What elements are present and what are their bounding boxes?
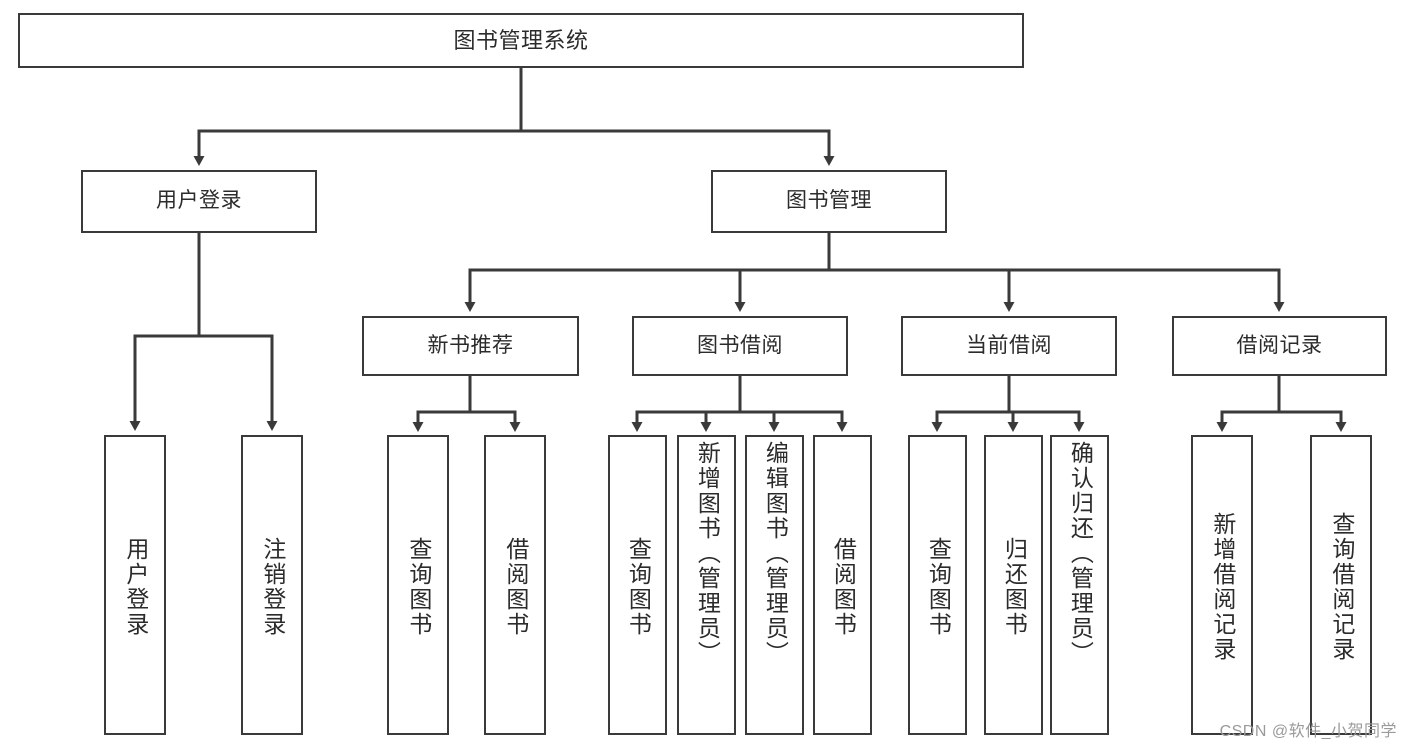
node-leaf-add-record[interactable]: 新增借阅记录 (1191, 435, 1253, 735)
node-leaf-user-login-label: 用户登录 (122, 537, 149, 637)
node-new-book-rec[interactable]: 新书推荐 (362, 316, 579, 376)
node-leaf-return-book[interactable]: 归还图书 (984, 435, 1043, 735)
node-leaf-edit-book-label: 编辑图书（管理员） (762, 441, 789, 666)
node-leaf-confirm-return[interactable]: 确认归还（管理员） (1050, 435, 1109, 735)
node-leaf-add-book-label: 新增图书（管理员） (694, 441, 721, 666)
node-root[interactable]: 图书管理系统 (18, 13, 1024, 68)
node-leaf-borrow-book-rec[interactable]: 借阅图书 (484, 435, 546, 735)
node-leaf-query-record[interactable]: 查询借阅记录 (1310, 435, 1372, 735)
node-leaf-confirm-return-label: 确认归还（管理员） (1067, 441, 1094, 666)
node-leaf-query-book-rec[interactable]: 查询图书 (387, 435, 449, 735)
watermark-text: CSDN @软件_小贺同学 (1219, 723, 1397, 740)
node-book-manage[interactable]: 图书管理 (711, 170, 947, 233)
node-leaf-user-login[interactable]: 用户登录 (104, 435, 166, 735)
node-leaf-edit-book[interactable]: 编辑图书（管理员） (745, 435, 804, 735)
node-borrow-record[interactable]: 借阅记录 (1172, 316, 1387, 376)
node-leaf-query-book-cur[interactable]: 查询图书 (908, 435, 967, 735)
node-leaf-add-record-label: 新增借阅记录 (1209, 512, 1236, 662)
node-leaf-logout-label: 注销登录 (259, 537, 286, 637)
node-book-borrow[interactable]: 图书借阅 (632, 316, 848, 376)
node-leaf-query-book-borrow[interactable]: 查询图书 (608, 435, 667, 735)
node-leaf-borrow-book[interactable]: 借阅图书 (813, 435, 872, 735)
node-leaf-add-book[interactable]: 新增图书（管理员） (677, 435, 736, 735)
node-user-login[interactable]: 用户登录 (81, 170, 317, 233)
node-user-login-label: 用户登录 (156, 189, 242, 213)
node-root-label: 图书管理系统 (453, 27, 589, 53)
node-current-borrow-label: 当前借阅 (966, 333, 1052, 357)
node-leaf-return-book-label: 归还图书 (1001, 537, 1028, 637)
node-book-borrow-label: 图书借阅 (697, 333, 783, 357)
node-leaf-borrow-book-rec-label: 借阅图书 (502, 537, 529, 637)
node-borrow-record-label: 借阅记录 (1236, 333, 1323, 357)
node-leaf-query-book-cur-label: 查询图书 (925, 537, 952, 637)
node-leaf-query-book-borrow-label: 查询图书 (625, 537, 652, 637)
node-leaf-logout[interactable]: 注销登录 (241, 435, 303, 735)
node-leaf-query-book-rec-label: 查询图书 (405, 537, 432, 637)
node-leaf-query-record-label: 查询借阅记录 (1328, 512, 1355, 662)
node-book-manage-label: 图书管理 (786, 189, 872, 213)
node-new-book-rec-label: 新书推荐 (427, 333, 514, 357)
node-current-borrow[interactable]: 当前借阅 (901, 316, 1117, 376)
node-leaf-borrow-book-label: 借阅图书 (830, 537, 857, 637)
